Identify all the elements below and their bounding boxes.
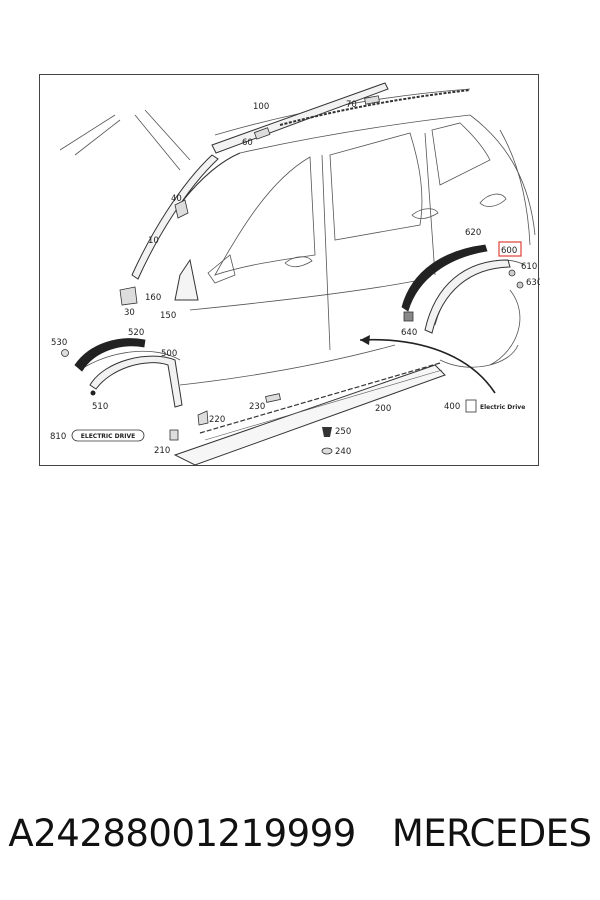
clip-60 bbox=[253, 127, 271, 140]
callout-150: 150 bbox=[160, 311, 176, 321]
clip-640 bbox=[403, 311, 414, 322]
arrow-line bbox=[359, 338, 496, 394]
callout-230: 230 bbox=[249, 402, 265, 412]
clip-610 bbox=[508, 269, 516, 277]
callout-220: 220 bbox=[209, 415, 225, 425]
callout-10: 10 bbox=[148, 236, 159, 246]
callout-40: 40 bbox=[171, 194, 182, 204]
callout-610: 610 bbox=[521, 262, 537, 272]
callout-240: 240 bbox=[335, 447, 351, 457]
clip-250 bbox=[322, 427, 332, 437]
callout-labels: 100 70 60 40 10 160 30 150 620 600 610 6… bbox=[50, 100, 540, 457]
callout-250: 250 bbox=[335, 427, 351, 437]
callout-160: 160 bbox=[145, 293, 161, 303]
callout-620: 620 bbox=[465, 228, 481, 238]
rear-arch-trim-620 bbox=[401, 244, 488, 312]
callout-60: 60 bbox=[242, 138, 253, 148]
callout-520: 520 bbox=[128, 328, 144, 338]
rear-arch-trim-600 bbox=[424, 259, 511, 334]
callout-100: 100 bbox=[253, 102, 269, 112]
clip-530 bbox=[61, 349, 69, 357]
clip-210 bbox=[169, 429, 179, 441]
callout-530: 530 bbox=[51, 338, 67, 348]
side-sill-200 bbox=[173, 364, 446, 466]
vehicle-exploded-view: ELECTRIC DRIVE Electric Drive 100 70 60 … bbox=[50, 82, 540, 466]
callout-600: 600 bbox=[501, 246, 517, 256]
callout-500: 500 bbox=[161, 349, 177, 359]
front-arch-trim-520 bbox=[74, 338, 146, 372]
parts-diagram: ELECTRIC DRIVE Electric Drive 100 70 60 … bbox=[39, 74, 540, 466]
callout-400: 400 bbox=[444, 402, 460, 412]
triangle-trim-150 bbox=[174, 258, 199, 301]
roof-trim-100 bbox=[211, 82, 389, 154]
clip-630 bbox=[516, 281, 524, 289]
callout-510: 510 bbox=[92, 402, 108, 412]
front-arch-trim-500 bbox=[89, 355, 183, 408]
part-caption: A24288001219999 MERCEDES bbox=[0, 808, 600, 858]
clip-220 bbox=[197, 410, 209, 426]
part-number: A24288001219999 bbox=[8, 811, 356, 855]
clip-510 bbox=[90, 390, 96, 396]
callout-70: 70 bbox=[346, 100, 357, 110]
highlight-box-600 bbox=[498, 241, 522, 257]
svg-text:Electric Drive: Electric Drive bbox=[480, 404, 525, 411]
badge-810: ELECTRIC DRIVE bbox=[71, 429, 145, 442]
bracket-30 bbox=[119, 286, 138, 306]
callout-640: 640 bbox=[401, 328, 417, 338]
clip-40 bbox=[174, 199, 189, 219]
roof-moulding-70 bbox=[279, 89, 471, 126]
arrow-head bbox=[360, 335, 370, 345]
clip-230 bbox=[265, 393, 281, 403]
a-pillar-trim-10 bbox=[131, 154, 219, 280]
brand-name: MERCEDES bbox=[391, 811, 592, 855]
svg-text:ELECTRIC DRIVE: ELECTRIC DRIVE bbox=[81, 433, 135, 440]
callout-810: 810 bbox=[50, 432, 66, 442]
clip-240 bbox=[321, 447, 333, 455]
badge-400: Electric Drive bbox=[465, 399, 525, 413]
callout-630: 630 bbox=[526, 278, 540, 288]
callout-210: 210 bbox=[154, 446, 170, 456]
callout-200: 200 bbox=[375, 404, 391, 414]
callout-30: 30 bbox=[124, 308, 135, 318]
